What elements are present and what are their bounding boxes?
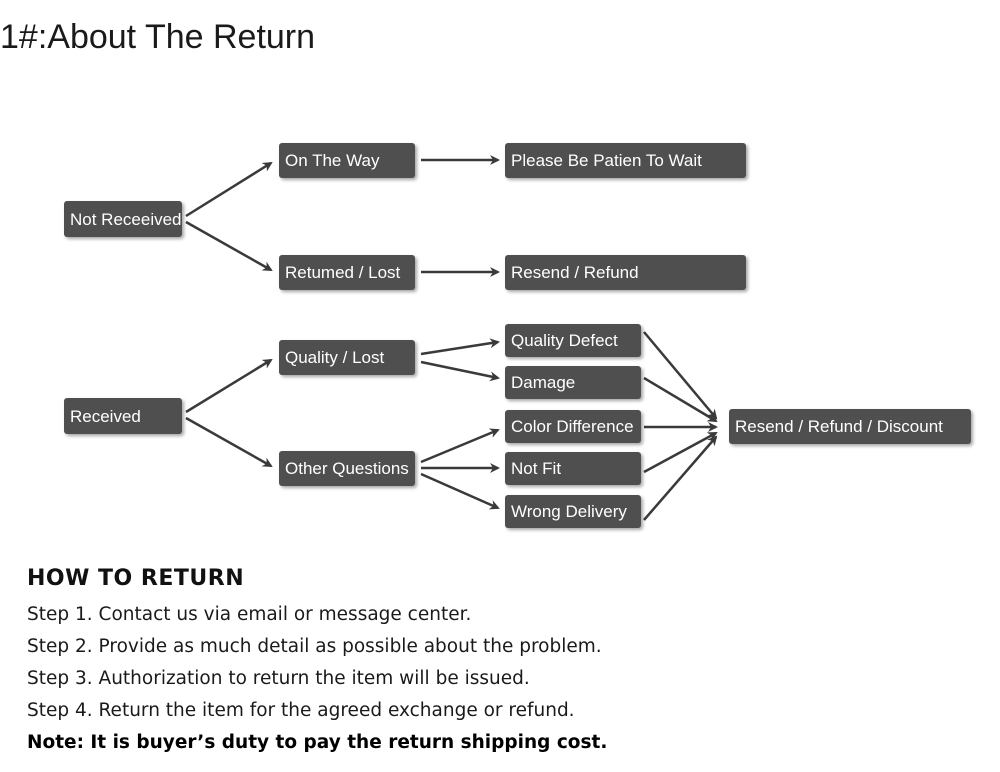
arrow-not-received-to-returned-lost xyxy=(185,220,273,272)
node-quality-defect: Quality Defect xyxy=(505,324,641,357)
flowchart-arrows xyxy=(185,155,718,521)
arrow-quality-lost-to-quality-defect xyxy=(420,338,500,356)
node-on-the-way: On The Way xyxy=(279,143,415,178)
return-step-2: Step 2. Provide as much detail as possib… xyxy=(27,636,602,657)
page-title: 1#:About The Return xyxy=(0,18,316,56)
node-wrong-delivery: Wrong Delivery xyxy=(505,495,641,528)
arrow-quality-lost-to-damage xyxy=(420,360,500,382)
node-not-received: Not Receeived xyxy=(64,201,182,237)
node-received: Received xyxy=(64,398,182,434)
node-resend-refund-discount: Resend / Refund / Discount xyxy=(729,409,971,444)
arrow-received-to-quality-lost xyxy=(185,358,273,414)
arrow-not-fit-to-final xyxy=(643,431,718,474)
node-quality-lost: Quality / Lost xyxy=(279,340,415,375)
return-step-1: Step 1. Contact us via email or message … xyxy=(27,604,472,625)
how-to-return-heading: HOW TO RETURN xyxy=(27,566,245,591)
node-other-questions: Other Questions xyxy=(279,451,415,486)
node-resend-refund: Resend / Refund xyxy=(505,255,746,290)
return-shipping-note: Note: It is buyer’s duty to pay the retu… xyxy=(27,732,608,753)
node-not-fit: Not Fit xyxy=(505,452,641,485)
node-color-difference: Color Difference xyxy=(505,410,641,443)
arrow-other-to-color-difference xyxy=(420,428,500,464)
how-to-return-section: HOW TO RETURN Step 1. Contact us via ema… xyxy=(27,566,987,759)
arrow-damage-to-final xyxy=(643,376,718,423)
arrow-not-received-to-on-the-way xyxy=(185,161,273,218)
arrow-wrong-delivery-to-final xyxy=(643,435,718,521)
arrow-quality-defect-to-final xyxy=(643,331,718,420)
node-please-wait: Please Be Patien To Wait xyxy=(505,143,746,178)
node-damage: Damage xyxy=(505,366,641,399)
return-step-3: Step 3. Authorization to return the item… xyxy=(27,668,530,689)
node-returned-lost: Retumed / Lost xyxy=(279,255,415,290)
return-step-4: Step 4. Return the item for the agreed e… xyxy=(27,700,575,721)
arrow-other-to-wrong-delivery xyxy=(420,472,500,510)
return-flowchart: Not Receeived Received On The Way Retume… xyxy=(64,143,971,528)
arrow-received-to-other-questions xyxy=(185,416,273,468)
